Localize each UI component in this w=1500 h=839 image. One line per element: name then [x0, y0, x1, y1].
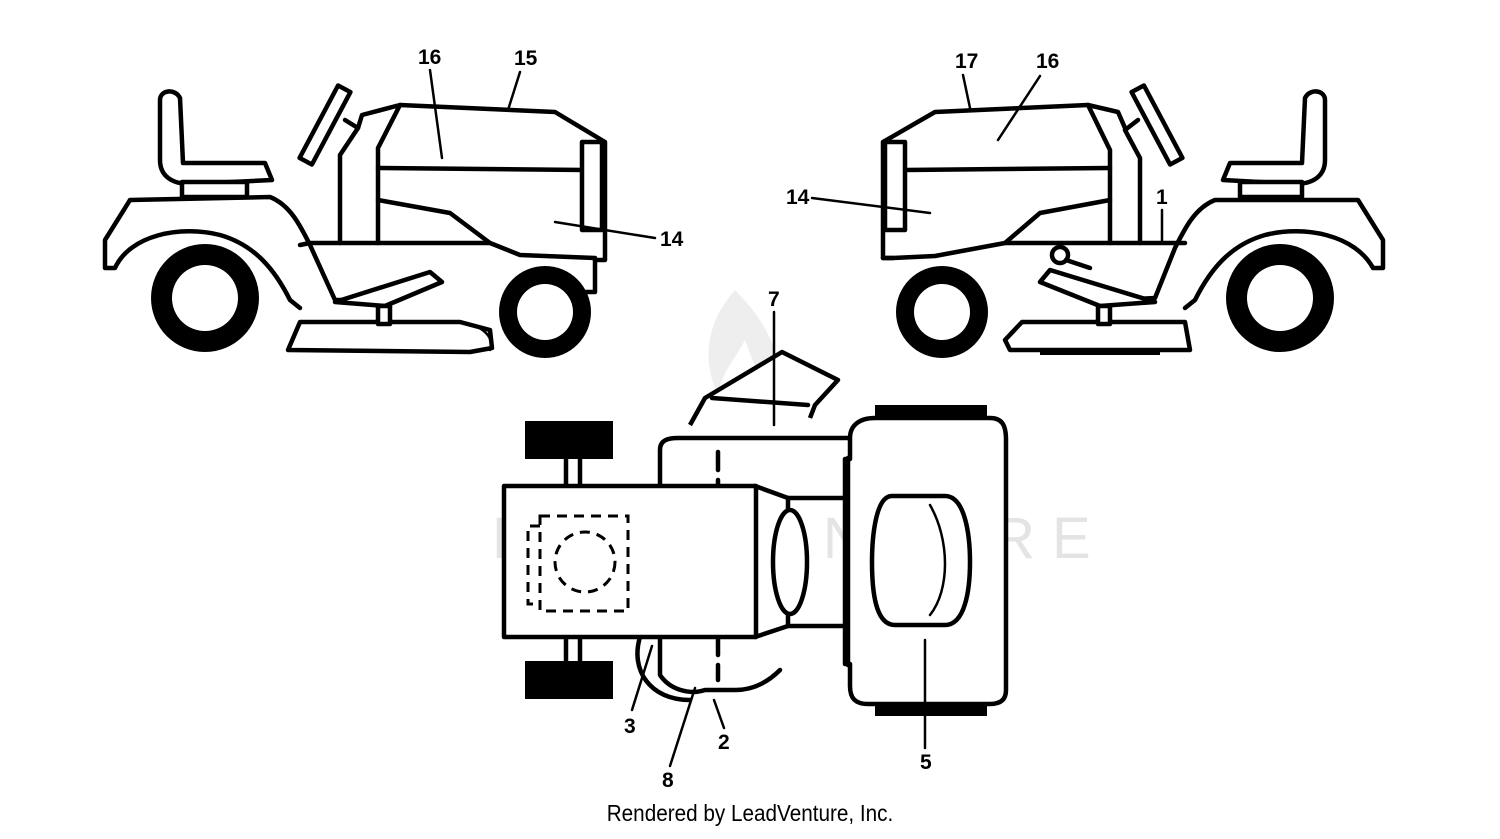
- deck-hanger: [375, 303, 393, 327]
- engine-outline-dashed-2: [526, 524, 540, 606]
- dash-panel: [355, 102, 403, 246]
- engine-outline-dashed: [538, 514, 630, 613]
- callout-1: 1: [1156, 186, 1168, 209]
- callout-8: 8: [662, 769, 674, 792]
- callout-5: 5: [920, 751, 932, 774]
- front-hub-right: [914, 284, 970, 340]
- top-front-wheel-bottom: [525, 661, 613, 699]
- grille: [579, 139, 605, 233]
- dash-panel-right: [1085, 102, 1128, 246]
- tractor-left-side-view: 16 15 14: [102, 46, 684, 358]
- top-front-wheel-top: [525, 421, 613, 459]
- tractor-right-side-view: 17 16 14 1: [786, 50, 1386, 358]
- leader-16-left: [428, 68, 444, 160]
- frame-right: [880, 240, 1188, 261]
- seat-top-curve: [928, 503, 947, 617]
- engine-circle-dashed: [553, 530, 617, 594]
- deck-skirt-right: [1040, 350, 1160, 355]
- hood-right: [880, 102, 1113, 261]
- callout-16-left: 16: [418, 46, 441, 69]
- callout-14-left: 14: [660, 228, 684, 251]
- mower-deck: [285, 319, 495, 355]
- flame-watermark-icon: [708, 290, 779, 420]
- seat-top: [869, 493, 973, 628]
- footrest: [332, 269, 445, 309]
- leader-14-right: [810, 196, 932, 215]
- deck-side-curve: [635, 634, 693, 703]
- callout-3: 3: [624, 715, 636, 738]
- tractor-top-view: 7 3 2 8 5: [501, 288, 1009, 792]
- grille-right: [882, 139, 908, 233]
- callout-2: 2: [718, 731, 730, 754]
- leader-8: [668, 686, 697, 768]
- steering-wheel-right: [1129, 83, 1185, 167]
- deck-top-outline: [657, 435, 853, 695]
- seat-base-right: [1237, 179, 1305, 200]
- callout-7: 7: [768, 288, 780, 311]
- callout-14-right: 14: [786, 186, 810, 209]
- steering-column: [337, 117, 361, 246]
- mid-frame: [785, 495, 848, 629]
- mower-deck-right: [1002, 319, 1193, 353]
- leader-17: [961, 73, 972, 110]
- hood-side-line: [375, 197, 493, 246]
- hood-side-line-right: [1002, 197, 1113, 246]
- steering-column-right: [1122, 117, 1143, 246]
- deck-hanger-right: [1095, 303, 1113, 327]
- leader-16-right: [996, 74, 1042, 142]
- hood-top: [501, 483, 759, 640]
- leader-15: [506, 70, 522, 112]
- footrest-right: [1037, 267, 1158, 309]
- lift-lever: [1063, 257, 1093, 271]
- callout-17: 17: [955, 50, 978, 73]
- discharge-chute: [688, 349, 841, 427]
- chute-edge: [709, 395, 811, 408]
- front-hub: [517, 284, 573, 340]
- footer-credit: Rendered by LeadVenture, Inc.: [606, 800, 894, 826]
- leader-2: [712, 698, 726, 730]
- callout-16-right: 16: [1036, 50, 1059, 73]
- leader-14-left: [553, 220, 657, 240]
- rear-fender-right: [1117, 197, 1386, 311]
- frame: [297, 240, 598, 295]
- rear-hub-right: [1247, 265, 1313, 331]
- rear-hub: [172, 265, 238, 331]
- seat-back-right: [1220, 89, 1328, 187]
- deck-chute: [458, 320, 493, 352]
- steering-wheel: [297, 83, 353, 167]
- leader-3: [630, 644, 654, 712]
- seat-back: [157, 89, 275, 187]
- steering-top: [770, 507, 810, 617]
- callout-15: 15: [514, 47, 538, 70]
- seat-base: [179, 179, 250, 200]
- hood: [375, 102, 608, 263]
